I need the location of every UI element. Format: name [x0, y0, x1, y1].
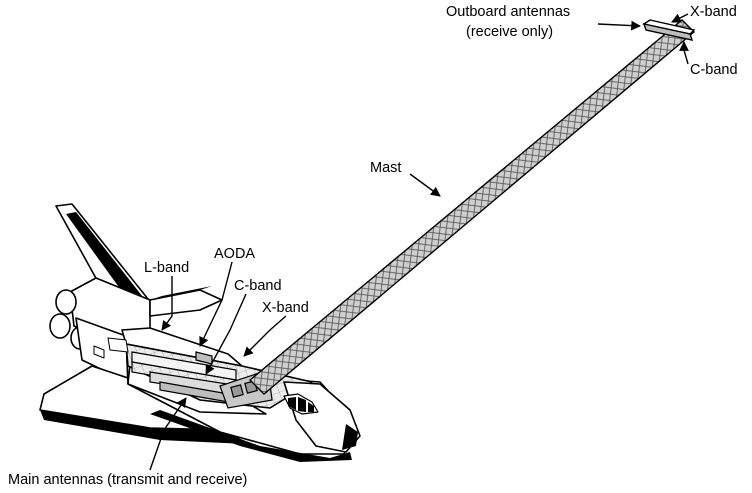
outboard-cband-antenna [642, 23, 694, 41]
arrow-aoda [199, 261, 233, 347]
tail-stripe [66, 212, 150, 308]
label-main-antennas: Main antennas (transmit and receive) [8, 472, 247, 488]
arrow-xband-payload [243, 315, 287, 357]
arrow-cband-payload [205, 293, 247, 375]
label-aoda: AODA [214, 246, 255, 262]
nose-tip [342, 424, 358, 450]
label-xband-top: X-band [690, 4, 737, 20]
label-receive-only: (receive only) [466, 24, 553, 40]
label-mast: Mast [370, 160, 401, 176]
leader-arrows [149, 13, 689, 471]
arrow-mast [409, 173, 441, 197]
arrow-cband-top [679, 41, 689, 65]
arrow-outboard [597, 20, 641, 31]
label-outboard-antennas: Outboard antennas [446, 4, 570, 20]
wing-leading-edge [40, 410, 246, 444]
engine-nozzle [55, 289, 77, 315]
label-xband-payload: X-band [262, 300, 309, 316]
arrow-main-antennas [149, 397, 187, 471]
mast [248, 19, 696, 395]
body-flap [107, 337, 129, 353]
arrow-lband [161, 276, 173, 331]
outboard-antennas [642, 19, 696, 41]
engine-nozzle [49, 313, 71, 339]
arrow-xband-top [671, 13, 689, 23]
mast-truss [248, 19, 696, 395]
label-lband: L-band [144, 260, 189, 276]
label-cband-top: C-band [690, 62, 738, 78]
right-wing [149, 289, 223, 317]
label-cband-payload: C-band [234, 278, 282, 294]
